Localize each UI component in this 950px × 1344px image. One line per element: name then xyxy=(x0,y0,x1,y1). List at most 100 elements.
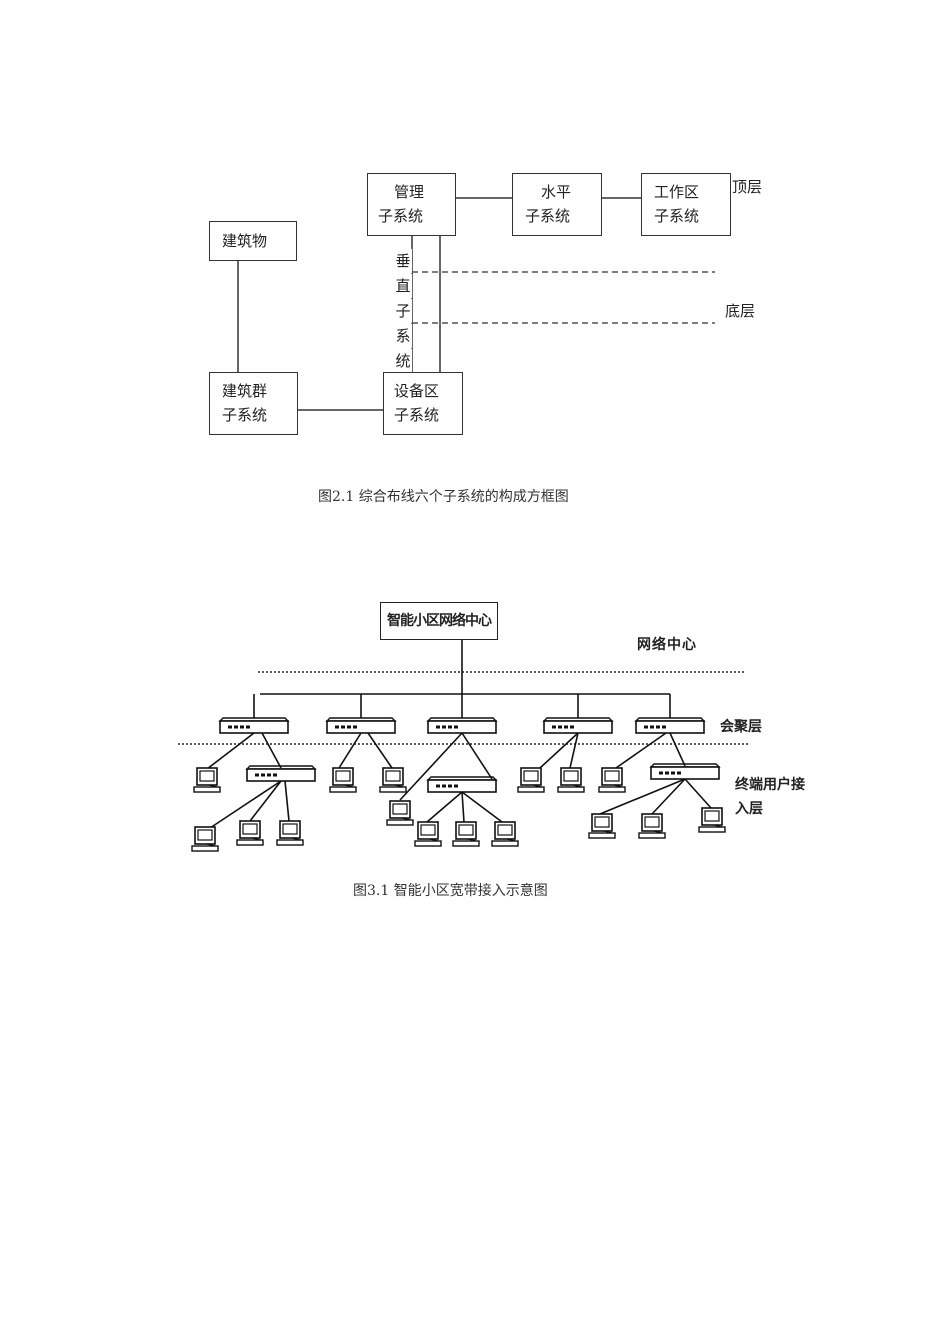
computer-cable xyxy=(291,837,301,841)
switch-port-led xyxy=(454,725,458,729)
computer-screen xyxy=(594,816,610,828)
switch-port-led xyxy=(255,773,259,777)
box-line: 子系统 xyxy=(525,207,571,225)
switch-port-led xyxy=(353,725,357,729)
vertical-label-char: 直 xyxy=(394,274,412,298)
network-link xyxy=(539,732,579,769)
switch-port-led xyxy=(564,725,568,729)
computer-screen xyxy=(335,770,351,782)
aggregation-switch xyxy=(218,717,290,734)
switch-port-led xyxy=(436,725,440,729)
access-switch xyxy=(426,776,498,793)
network-link xyxy=(461,732,493,780)
computer-keyboard-base xyxy=(379,786,407,793)
network-center-box: 智能小区网络中心 xyxy=(380,602,498,640)
layer-label-top: 顶层 xyxy=(732,178,763,196)
computer-cable xyxy=(401,817,411,821)
computer-icon xyxy=(386,800,414,826)
layer-label-aggregation: 会聚层 xyxy=(720,719,762,735)
switch-port-led xyxy=(442,725,446,729)
computer-cable xyxy=(572,784,582,788)
switch-port-led xyxy=(570,725,574,729)
box-horizontal-subsystem: 水平 子系统 xyxy=(512,173,602,236)
vertical-label-char: 系 xyxy=(394,324,412,348)
switch-port-led xyxy=(335,725,339,729)
switch-port-led xyxy=(436,784,440,788)
box-work-area-subsystem: 工作区 子系统 xyxy=(641,173,731,236)
computer-icon xyxy=(491,821,519,847)
switch-port-led xyxy=(650,725,654,729)
computer-cable xyxy=(613,784,623,788)
computer-keyboard-base xyxy=(557,786,585,793)
switch-port-led xyxy=(347,725,351,729)
layer-label-access-line2: 入层 xyxy=(735,801,763,817)
box-line: 建筑群 xyxy=(222,382,268,400)
computer-screen xyxy=(563,770,579,782)
computer-screen xyxy=(392,803,408,815)
switch-port-led xyxy=(644,725,648,729)
network-link xyxy=(461,791,465,823)
network-link xyxy=(338,732,362,769)
switch-port-led xyxy=(442,784,446,788)
switch-port-led xyxy=(454,784,458,788)
computer-keyboard-base xyxy=(414,840,442,847)
box-equipment-subsystem: 设备区 子系统 xyxy=(383,372,463,435)
computer-screen xyxy=(644,816,660,828)
computer-icon xyxy=(452,821,480,847)
layer-label-access-line1: 终端用户接 xyxy=(735,777,805,793)
computer-keyboard-base xyxy=(329,786,357,793)
vertical-label-char: 统 xyxy=(394,349,412,373)
figure1-caption: 图2.1 综合布线六个子系统的构成方框图 xyxy=(318,489,569,505)
computer-cable xyxy=(467,838,477,842)
computer-keyboard-base xyxy=(598,786,626,793)
network-link xyxy=(615,732,667,769)
switch-port-led xyxy=(677,771,681,775)
computer-screen xyxy=(197,829,213,841)
switch-port-led xyxy=(273,773,277,777)
box-campus-subsystem: 建筑群 子系统 xyxy=(209,372,298,435)
network-link xyxy=(684,778,712,809)
network-link xyxy=(399,732,463,801)
computer-cable xyxy=(206,843,216,847)
switch-port-led xyxy=(665,771,669,775)
computer-cable xyxy=(506,838,516,842)
network-link xyxy=(249,780,282,822)
computer-screen xyxy=(282,823,298,835)
computer-icon xyxy=(557,767,585,793)
network-link xyxy=(651,778,686,815)
computer-keyboard-base xyxy=(236,839,264,846)
computer-screen xyxy=(385,770,401,782)
computer-icon xyxy=(276,820,304,846)
computer-icon xyxy=(191,826,219,852)
box-line: 工作区 xyxy=(654,183,700,201)
vertical-label-char: 垂 xyxy=(394,249,412,273)
switch-port-led xyxy=(448,784,452,788)
aggregation-switch xyxy=(542,717,614,734)
computer-icon xyxy=(329,767,357,793)
switch-port-led xyxy=(240,725,244,729)
computer-screen xyxy=(523,770,539,782)
switch-port-led xyxy=(228,725,232,729)
switch-port-led xyxy=(552,725,556,729)
layer-label-network-center: 网络中心 xyxy=(637,637,697,653)
switch-port-led xyxy=(341,725,345,729)
switch-port-led xyxy=(656,725,660,729)
computer-screen xyxy=(704,810,720,822)
computer-icon xyxy=(236,820,264,846)
switch-port-led xyxy=(234,725,238,729)
figure2-caption: 图3.1 智能小区宽带接入示意图 xyxy=(353,883,548,899)
computer-icon xyxy=(638,813,666,839)
switch-port-led xyxy=(246,725,250,729)
computer-keyboard-base xyxy=(386,819,414,826)
network-link xyxy=(284,780,290,822)
computer-cable xyxy=(208,784,218,788)
network-link xyxy=(206,732,255,770)
vertical-label-char: 子 xyxy=(394,299,412,323)
network-link xyxy=(569,732,579,769)
figure2-network-drawing xyxy=(178,640,748,852)
computer-keyboard-base xyxy=(191,845,219,852)
access-switch xyxy=(649,763,721,780)
box-line: 建筑物 xyxy=(222,232,268,250)
computer-screen xyxy=(497,824,513,836)
computer-keyboard-base xyxy=(698,826,726,833)
